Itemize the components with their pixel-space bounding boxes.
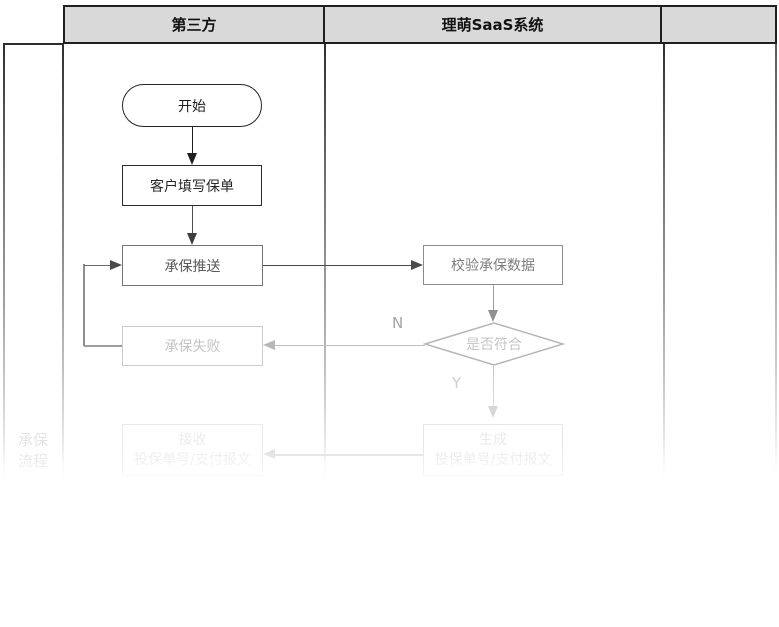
node-validate-underwriting-data: 校验承保数据 xyxy=(423,245,563,285)
node-label-line1: 生成 xyxy=(479,432,507,448)
table-right-border xyxy=(775,44,777,482)
node-label-line2: 投保单号/支付报文 xyxy=(434,452,552,468)
node-label: 客户填写保单 xyxy=(150,178,234,195)
connector-push-to-validate xyxy=(263,264,411,266)
node-label: 承保失败 xyxy=(164,339,221,355)
row-header-top-border xyxy=(3,43,63,45)
node-label: 校验承保数据 xyxy=(451,258,535,274)
node-start-terminator: 开始 xyxy=(122,84,262,127)
arrowhead-down-icon xyxy=(186,233,197,245)
diamond-shape xyxy=(422,322,566,366)
node-underwriting-push: 承保推送 xyxy=(122,245,263,286)
arrowhead-down-icon xyxy=(487,406,498,418)
node-customer-fill-policy: 客户填写保单 xyxy=(122,165,262,206)
table-left-border xyxy=(3,44,5,482)
arrowhead-down-icon xyxy=(186,153,197,165)
arrowhead-down-icon xyxy=(487,310,498,322)
edge-label-no: N xyxy=(392,314,404,332)
arrowhead-right-icon xyxy=(411,259,423,270)
connector-fail-loop-bottom xyxy=(84,345,122,347)
arrowhead-left-icon xyxy=(263,339,275,350)
lane-divider-2 xyxy=(663,44,665,482)
lane-header-limeng-saas: 理萌SaaS系统 xyxy=(325,7,662,42)
connector-start-to-fill xyxy=(191,127,193,153)
node-label: 开始 xyxy=(178,98,206,115)
lane-header-third-party: 第三方 xyxy=(65,7,325,42)
arrowhead-left-icon xyxy=(263,449,275,459)
connector-fill-to-push xyxy=(191,206,193,233)
node-label-line1: 接收 xyxy=(178,432,207,448)
edge-label-yes: Y xyxy=(452,374,462,392)
node-underwriting-failed: 承保失败 xyxy=(122,326,263,366)
connector-validate-to-decision xyxy=(492,285,494,310)
lane-title: 第三方 xyxy=(171,16,217,34)
swimlane-header-row: 第三方 理萌SaaS系统 xyxy=(63,5,777,44)
lane-header-empty xyxy=(662,7,775,42)
row-header-label: 承保 流程 xyxy=(17,431,48,470)
connector-decision-no-to-fail xyxy=(275,344,425,346)
node-label-line2: 投保单号/支付报文 xyxy=(134,452,251,468)
node-generate-policy-payment-message: 生成 投保单号/支付报文 xyxy=(423,424,563,476)
connector-decision-yes-to-generate xyxy=(492,366,494,406)
node-receive-policy-payment-message: 接收 投保单号/支付报文 xyxy=(122,424,263,476)
connector-fail-loop-top xyxy=(84,264,110,266)
node-decision-compliant: 是否符合 xyxy=(422,321,566,367)
connector-fail-loop-vertical xyxy=(83,264,85,346)
arrowhead-right-icon xyxy=(110,259,122,270)
lane-title: 理萌SaaS系统 xyxy=(441,16,544,34)
lane-divider-1 xyxy=(324,44,326,482)
connector-generate-to-receive xyxy=(275,454,423,456)
node-label: 承保推送 xyxy=(164,258,221,275)
row-header-divider xyxy=(62,44,64,482)
node-label: 是否符合 xyxy=(466,337,522,353)
